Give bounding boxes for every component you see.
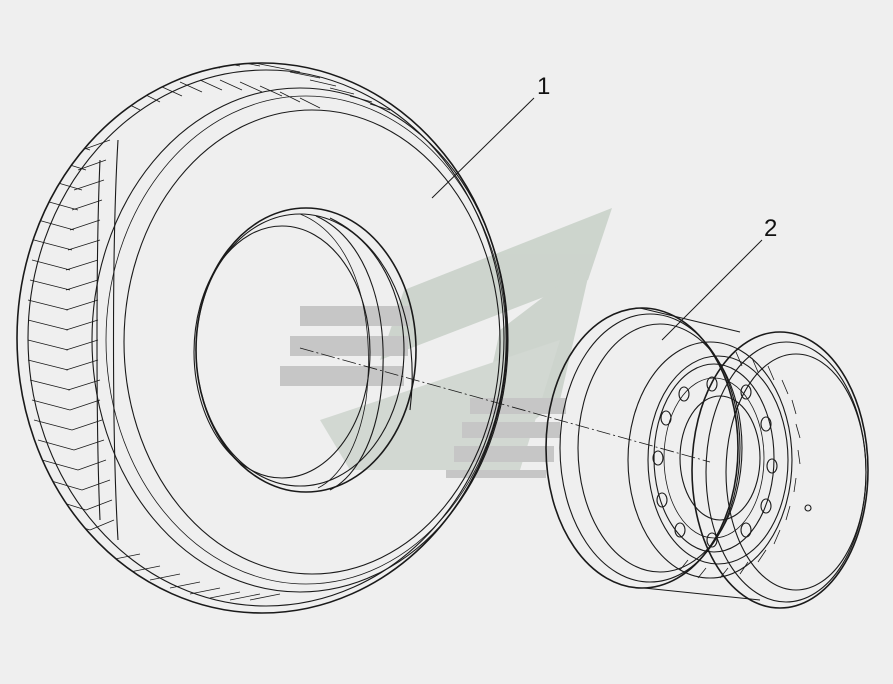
callout-2: 2 bbox=[661, 215, 777, 341]
wheel-vent-holes bbox=[679, 351, 801, 579]
tire-tread bbox=[27, 63, 391, 601]
axis-centerline bbox=[299, 347, 711, 463]
tire bbox=[16, 62, 509, 614]
callout-1-label: 1 bbox=[537, 73, 550, 100]
callout-2-label: 2 bbox=[764, 215, 777, 242]
wheel-bolt-holes bbox=[652, 376, 778, 548]
wheel-rim bbox=[545, 307, 869, 609]
watermark-logo bbox=[280, 208, 612, 478]
callout-1: 1 bbox=[431, 73, 550, 199]
